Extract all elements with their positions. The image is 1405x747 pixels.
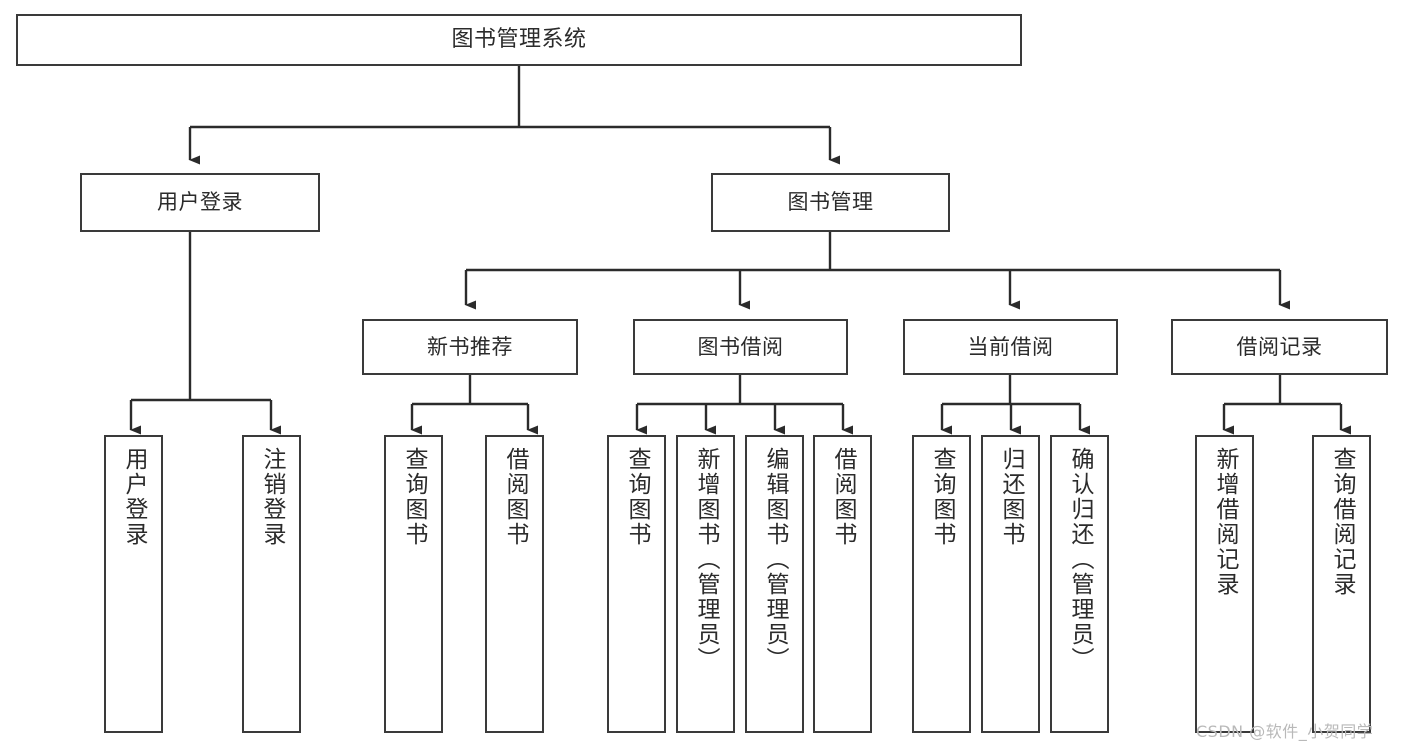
node-borrow-record[interactable]: 借阅记录 [1171,319,1388,375]
node-label: 用户登录 [157,190,243,215]
leaf-book-borrow-add-book-admin[interactable]: 新增图书（管理员） [676,435,735,733]
leaf-user-login-login[interactable]: 用户登录 [104,435,163,733]
leaf-user-login-logout[interactable]: 注销登录 [242,435,301,733]
leaf-new-book-query-book[interactable]: 查询图书 [384,435,443,733]
node-label: 新书推荐 [427,334,513,359]
node-current-borrow[interactable]: 当前借阅 [903,319,1118,375]
node-new-book-recommend[interactable]: 新书推荐 [362,319,578,375]
leaf-current-borrow-confirm-return-admin[interactable]: 确认归还（管理员） [1050,435,1109,733]
node-user-login[interactable]: 用户登录 [80,173,320,232]
node-label: 查询图书 [401,447,427,547]
node-root-system[interactable]: 图书管理系统 [16,14,1022,66]
node-book-borrow[interactable]: 图书借阅 [633,319,848,375]
node-label: 查询图书 [929,447,955,547]
node-label: 图书借阅 [697,334,784,359]
leaf-book-borrow-edit-book-admin[interactable]: 编辑图书（管理员） [745,435,804,733]
node-label: 确认归还（管理员） [1067,447,1093,672]
leaf-book-borrow-query-book[interactable]: 查询图书 [607,435,666,733]
leaf-new-book-borrow-book[interactable]: 借阅图书 [485,435,544,733]
leaf-borrow-record-query-record[interactable]: 查询借阅记录 [1312,435,1371,733]
node-label: 注销登录 [259,447,285,547]
csdn-watermark: CSDN @软件_小贺同学 [1196,718,1373,742]
node-label: 查询图书 [624,447,650,547]
node-label: 编辑图书（管理员） [762,447,788,672]
node-label: 图书管理系统 [451,27,587,53]
watermark-text: CSDN @软件_小贺同学 [1196,722,1374,741]
node-label: 当前借阅 [967,334,1054,359]
leaf-current-borrow-query-book[interactable]: 查询图书 [912,435,971,733]
node-book-management[interactable]: 图书管理 [711,173,950,232]
leaf-book-borrow-borrow-book[interactable]: 借阅图书 [813,435,872,733]
node-label: 图书管理 [787,190,874,215]
node-label: 新增借阅记录 [1212,447,1238,597]
leaf-current-borrow-return-book[interactable]: 归还图书 [981,435,1040,733]
node-label: 新增图书（管理员） [693,447,719,672]
node-label: 查询借阅记录 [1329,447,1355,597]
node-label: 借阅记录 [1236,334,1323,359]
node-label: 用户登录 [121,447,147,547]
node-label: 归还图书 [998,447,1024,547]
node-label: 借阅图书 [502,447,528,547]
node-label: 借阅图书 [830,447,856,547]
leaf-borrow-record-add-record[interactable]: 新增借阅记录 [1195,435,1254,733]
